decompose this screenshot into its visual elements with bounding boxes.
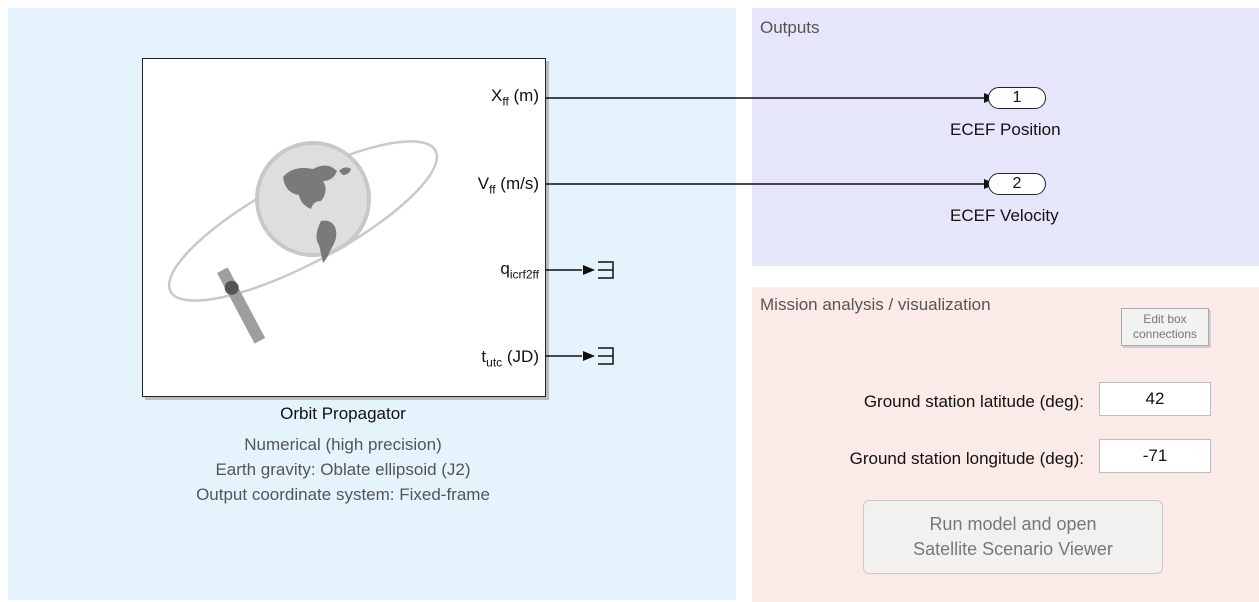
earth-orbit-icon [167, 140, 439, 344]
terminator-icon [598, 347, 614, 365]
propagator-gravity: Earth gravity: Oblate ellipsoid (J2) [215, 460, 471, 479]
run-button-line1: Run model and open [929, 514, 1097, 534]
outputs-area-title: Outputs [760, 18, 820, 37]
longitude-label: Ground station longitude (deg): [849, 449, 1084, 468]
latitude-input[interactable] [1099, 382, 1211, 416]
edit-box-line2: connections [1132, 327, 1198, 341]
mission-area-title: Mission analysis / visualization [760, 295, 991, 314]
run-model-button[interactable]: Run model and open Satellite Scenario Vi… [863, 500, 1163, 574]
edit-box-connections-button[interactable]: Edit box connections [1121, 308, 1209, 346]
run-button-line2: Satellite Scenario Viewer [913, 539, 1113, 559]
propagator-name: Orbit Propagator [280, 404, 406, 423]
port-velocity: Vff (m/s) [477, 174, 539, 197]
terminator-icon [598, 261, 614, 279]
propagator-coordinate-system: Output coordinate system: Fixed-frame [196, 485, 490, 504]
propagator-method: Numerical (high precision) [244, 435, 442, 454]
port-position: Xff (m) [490, 86, 539, 109]
outputs-area: Outputs [752, 8, 1259, 266]
arrow-icon [583, 265, 595, 275]
arrow-icon [583, 351, 595, 361]
longitude-input[interactable] [1099, 439, 1211, 473]
outport-velocity-label: ECEF Velocity [950, 206, 1059, 225]
port-time: tutc (JD) [481, 347, 539, 370]
edit-box-line1: Edit box [1143, 312, 1187, 326]
outport-position[interactable]: 1 [988, 87, 1046, 109]
outport-position-label: ECEF Position [950, 120, 1061, 139]
port-quaternion: qicrf2ff [500, 259, 539, 282]
orbit-propagator-block[interactable]: Xff (m) Vff (m/s) qicrf2ff tutc (JD) [142, 58, 546, 397]
outport-velocity[interactable]: 2 [988, 173, 1046, 195]
latitude-label: Ground station latitude (deg): [863, 392, 1084, 411]
